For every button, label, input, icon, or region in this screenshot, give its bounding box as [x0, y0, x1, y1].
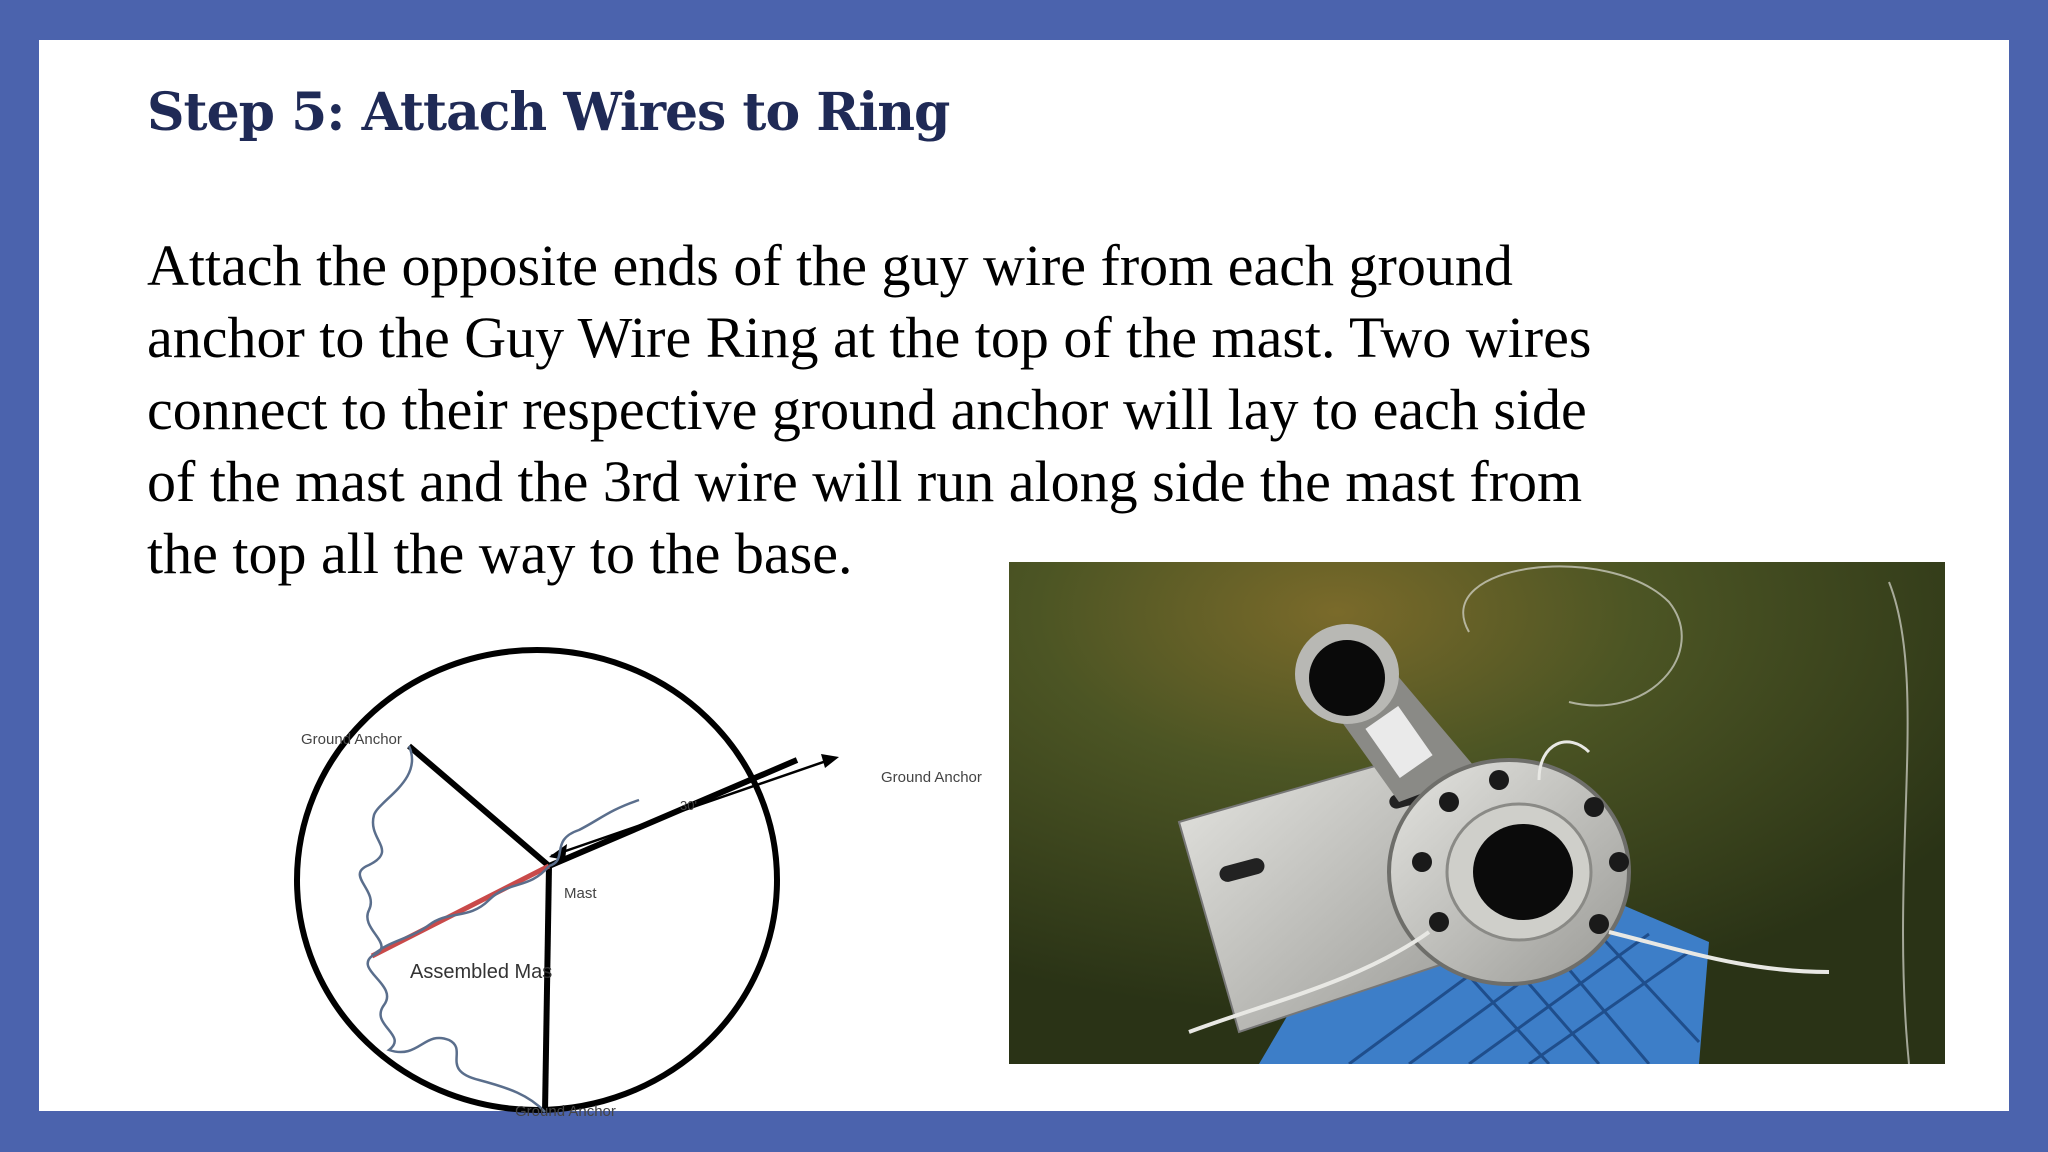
- label-ground-anchor-right: Ground Anchor: [881, 769, 982, 786]
- slide-title: Step 5: Attach Wires to Ring: [147, 82, 950, 143]
- twisted-wire: [1188, 930, 1431, 1034]
- loose-wire: [1462, 565, 1683, 707]
- wire-left: [358, 745, 546, 1113]
- anchor-circle: [294, 647, 780, 1113]
- pipe-label: [1365, 705, 1433, 779]
- wire-upper: [548, 798, 640, 868]
- ring-center-hole: [1473, 824, 1573, 920]
- body-line: anchor to the Guy Wire Ring at the top o…: [147, 305, 1592, 370]
- label-distance: 30': [680, 798, 697, 813]
- bracket-slot: [1219, 858, 1265, 882]
- photo-svg: [1009, 562, 1945, 1064]
- body-line: of the mast and the 3rd wire will run al…: [147, 449, 1583, 514]
- distance-arrow: [550, 756, 836, 858]
- arrow-head-right: [821, 754, 839, 768]
- guy-wire-diagram: Ground Anchor Ground Anchor Ground Ancho…: [249, 640, 1039, 1130]
- body-line: the top all the way to the base.: [147, 521, 853, 586]
- body-line: Attach the opposite ends of the guy wire…: [147, 233, 1513, 298]
- twisted-wire: [1537, 740, 1591, 781]
- pipe-hole: [1309, 640, 1385, 716]
- slide-body-text: Attach the opposite ends of the guy wire…: [147, 230, 1937, 590]
- body-line: connect to their respective ground ancho…: [147, 377, 1587, 442]
- label-ground-anchor-top-left: Ground Anchor: [301, 731, 402, 748]
- loose-wire: [1888, 581, 1910, 1064]
- ring-holes: [1412, 770, 1629, 934]
- label-mast: Mast: [564, 885, 597, 902]
- label-ground-anchor-bottom: Ground Anchor: [515, 1103, 616, 1120]
- assembled-mast-line: [370, 863, 551, 959]
- wire-middle: [371, 865, 550, 957]
- diagram-svg: Ground Anchor Ground Anchor Ground Ancho…: [294, 647, 982, 1120]
- arrow-head-left: [549, 844, 567, 860]
- spoke-bottom: [542, 865, 552, 1113]
- label-assembled-mast: Assembled Mas: [410, 961, 552, 983]
- slide: Step 5: Attach Wires to Ring Attach the …: [39, 40, 2009, 1120]
- mast-ring-photo: [1009, 562, 1945, 1064]
- twisted-wire: [1608, 930, 1830, 974]
- spoke-top-left: [407, 743, 551, 869]
